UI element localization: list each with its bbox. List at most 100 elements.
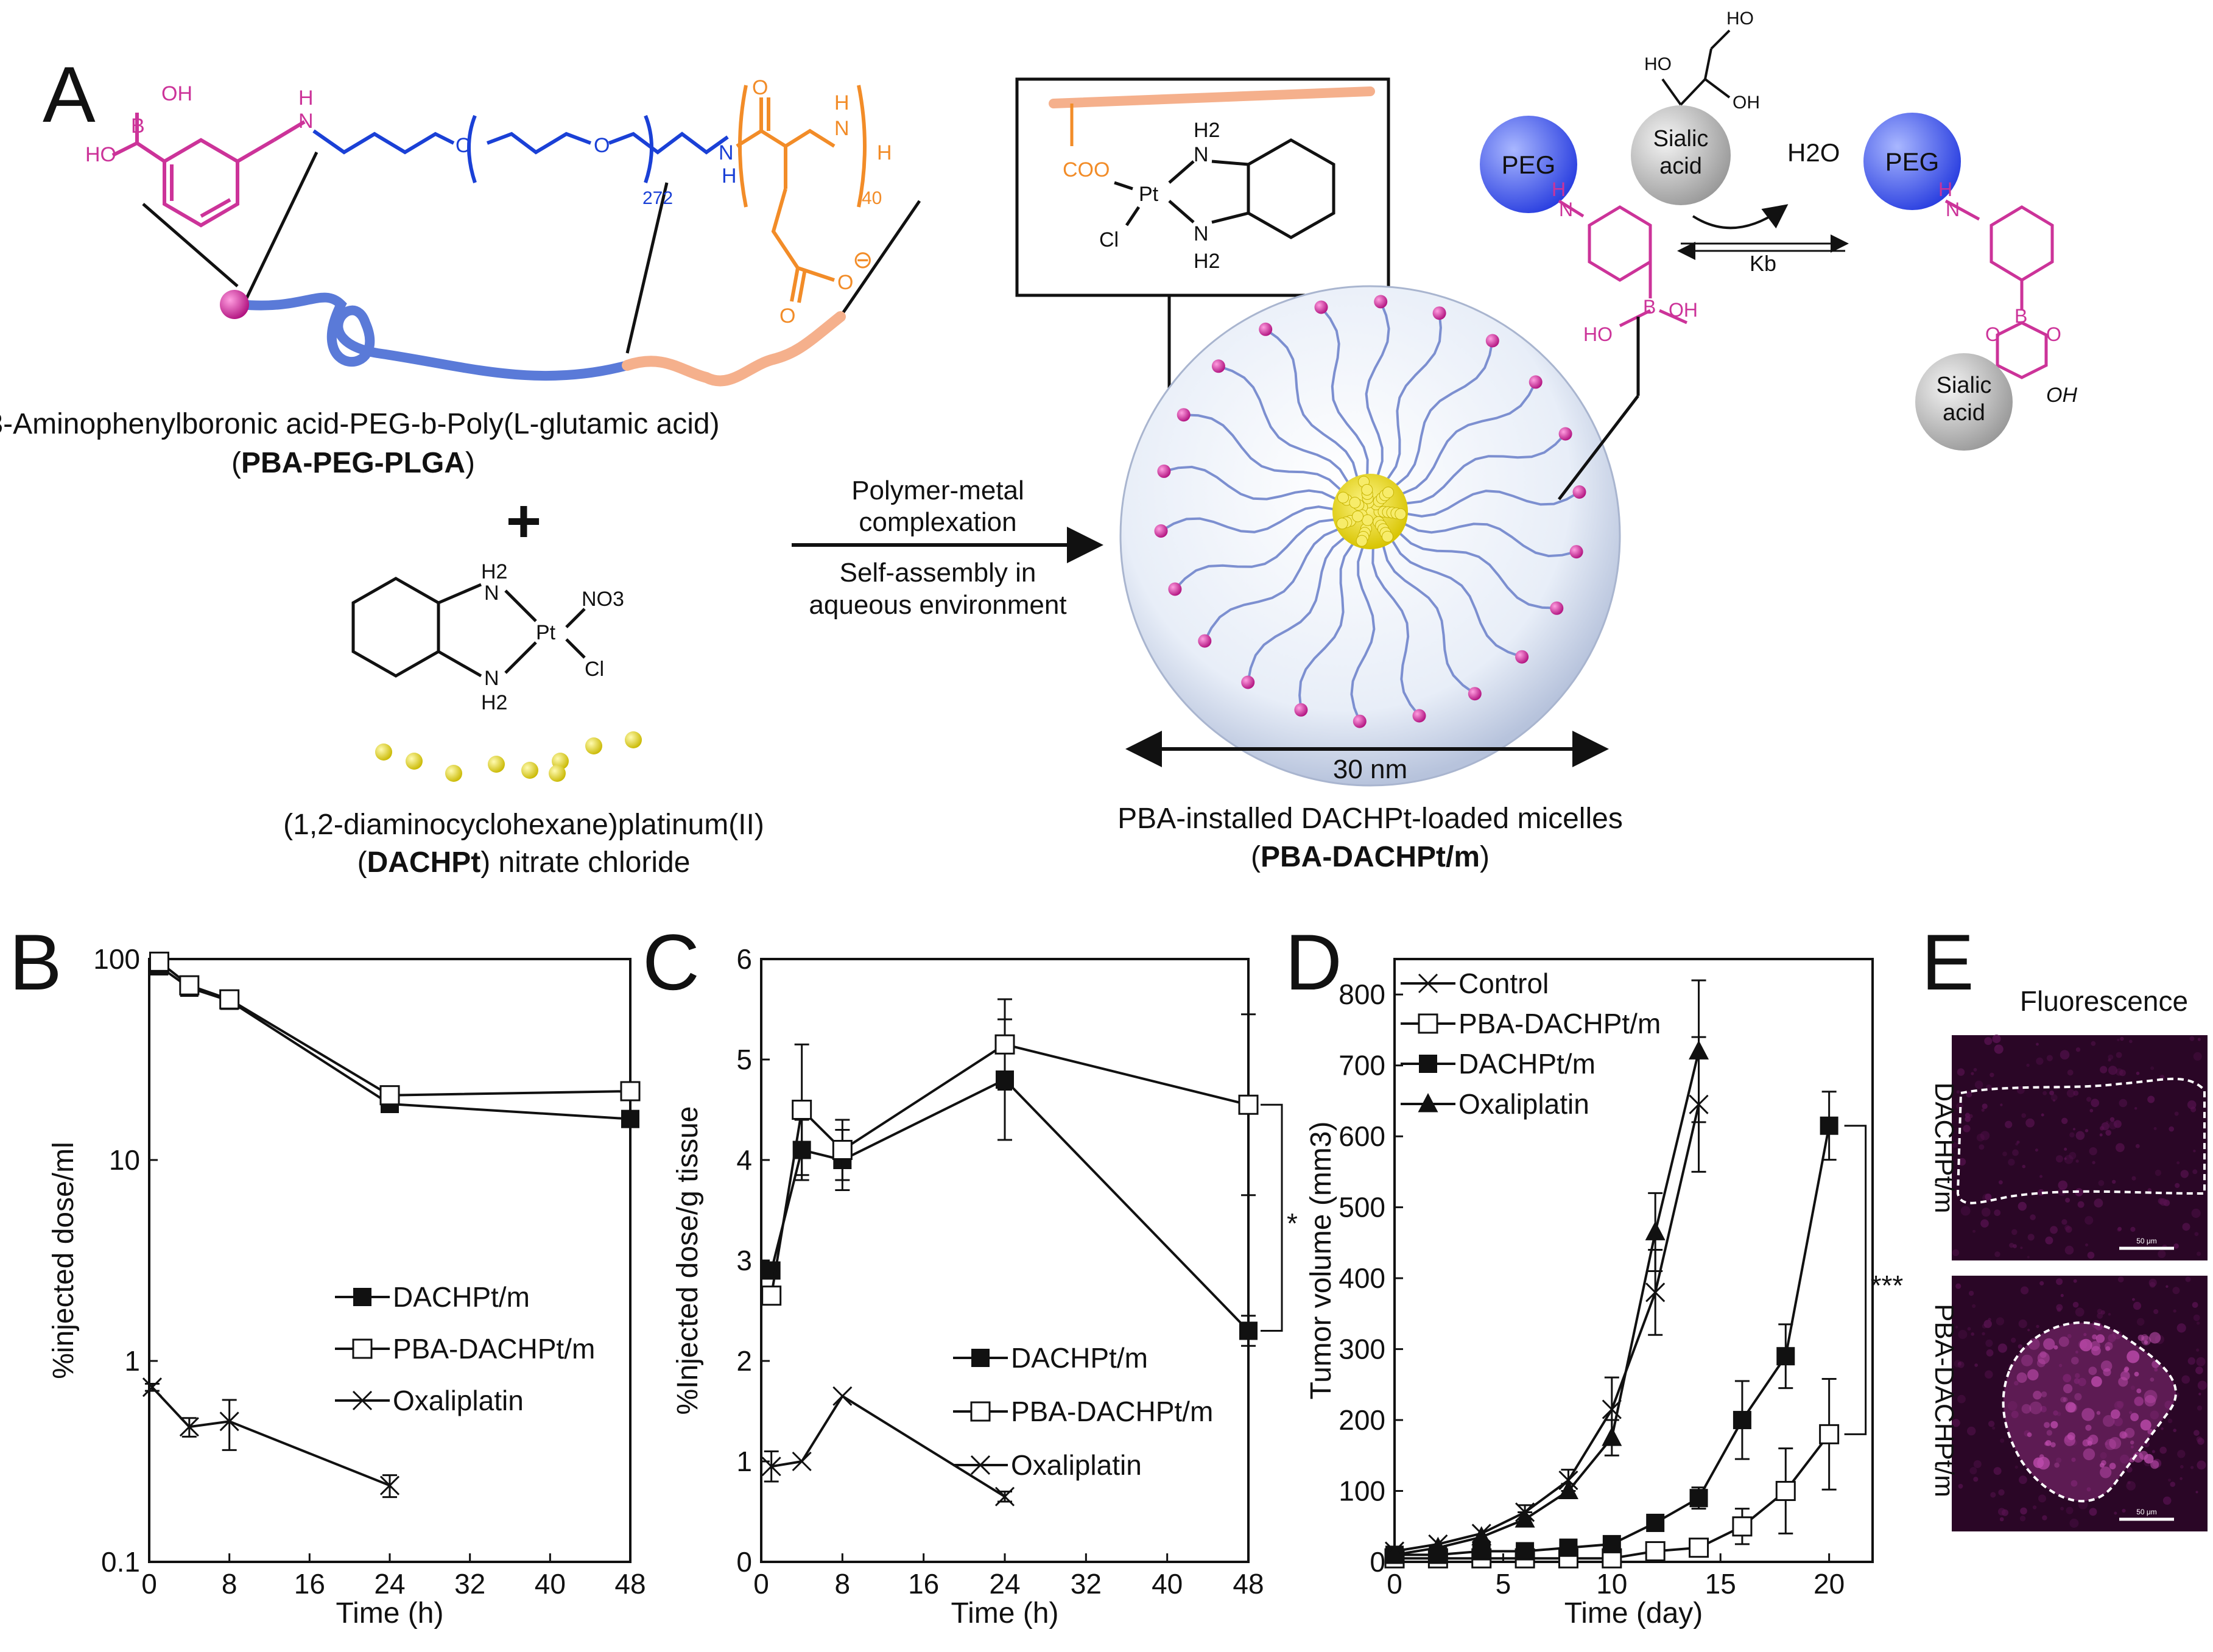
sialic-label-top-1: Sialic: [1653, 126, 1709, 152]
size-label: 30 nm: [1333, 754, 1407, 784]
kb-label: Kb: [1750, 251, 1776, 276]
speckle: [2116, 1143, 2125, 1152]
speckle-bright: [2067, 1432, 2075, 1441]
speckle: [2050, 1094, 2058, 1101]
significance-label: *: [1287, 1207, 1298, 1239]
atom-n-inset-bottom: N: [1194, 222, 1209, 245]
speckle-bright: [2103, 1415, 2115, 1427]
atom-b: B: [131, 114, 145, 138]
atom-no3: NO3: [582, 588, 624, 611]
speckle: [2089, 1109, 2094, 1112]
speckle: [2019, 1475, 2027, 1485]
atom-h2-inset-bottom: H2: [1194, 250, 1220, 273]
speckle-bright: [2037, 1457, 2050, 1470]
speckle: [2108, 1313, 2111, 1316]
sialic-sphere-top: [1631, 105, 1731, 205]
speckle: [2192, 1169, 2198, 1175]
speckle-bright: [2029, 1401, 2042, 1415]
marker-filled-square: [1239, 1321, 1258, 1340]
speckle: [2098, 1180, 2105, 1186]
speckle: [2072, 1301, 2079, 1308]
marker-filled-triangle: [1645, 1221, 1666, 1240]
polymer-cartoon: [220, 290, 846, 387]
speckle: [1952, 1419, 1960, 1427]
x-tick-label: 8: [835, 1568, 851, 1600]
speckle: [2097, 1309, 2103, 1314]
atom-b-right: B: [2014, 305, 2027, 327]
x-tick-label: 40: [1152, 1568, 1183, 1600]
speckle: [2172, 1287, 2180, 1295]
speckle: [2027, 1329, 2030, 1332]
marker-filled-square: [1820, 1116, 1838, 1135]
speckle: [1960, 1206, 1971, 1216]
tumor-outline-pba-dachpt: [2002, 1321, 2177, 1503]
y-tick-label: 300: [1339, 1334, 1385, 1365]
speckle-bright: [2083, 1448, 2095, 1461]
x-tick-label: 24: [989, 1568, 1020, 1600]
speckle: [1983, 1320, 1992, 1328]
speckle: [2135, 1144, 2140, 1148]
speckle: [2015, 1142, 2019, 1146]
speckle: [2105, 1130, 2111, 1136]
speckle: [2136, 1071, 2140, 1075]
atom-n-bottom: N: [484, 667, 499, 690]
micelle-chain: [1350, 535, 1376, 722]
speckle: [1967, 1327, 1971, 1331]
atom-oh-left: OH: [1669, 299, 1698, 321]
speckle: [2065, 1198, 2071, 1203]
dachpt-particle: [549, 765, 566, 782]
speckle: [2075, 1188, 2083, 1197]
speckle: [2168, 1478, 2171, 1482]
speckle-bright: [2105, 1342, 2113, 1351]
speckle-bright: [2105, 1346, 2111, 1351]
speckle: [2174, 1111, 2179, 1116]
series-line: [1394, 1104, 1700, 1553]
micelle-pba-bead: [1515, 650, 1529, 664]
x-tick-label: 0: [1387, 1568, 1402, 1600]
y-tick-label: 200: [1339, 1404, 1385, 1436]
x-axis-label: Time (h): [336, 1597, 444, 1629]
speckle-bright: [2050, 1442, 2056, 1447]
series-oxaliplatin: [142, 1377, 400, 1499]
marker-open-square: [219, 989, 240, 1010]
y-tick-label: 700: [1339, 1050, 1385, 1081]
sialic-label-top-2: acid: [1659, 153, 1702, 179]
core-grain: [1352, 510, 1363, 522]
speckle-bright: [2041, 1391, 2047, 1397]
speckle-bright: [2118, 1377, 2128, 1387]
speckle-bright: [2137, 1334, 2144, 1341]
speckle-bright: [2130, 1440, 2134, 1445]
series-oxaliplatin: [761, 1386, 1015, 1506]
speckle-bright: [2044, 1422, 2050, 1429]
speckle: [2092, 1161, 2095, 1164]
speckle: [1994, 1209, 2001, 1216]
micelle-chains: [1154, 295, 1586, 728]
speckle: [2058, 1187, 2066, 1196]
atom-h-pba-left: H: [1552, 178, 1566, 200]
speckle: [2127, 1466, 2133, 1473]
legend-label: Oxaliplatin: [1458, 1088, 1589, 1120]
speckle: [2159, 1446, 2167, 1454]
scale-bar-label-1: 50 μm: [2136, 1237, 2157, 1245]
speckle: [2134, 1397, 2144, 1407]
speckle: [1965, 1116, 1971, 1122]
benzene-ring-pba: [163, 138, 239, 228]
dachpt-particle: [406, 753, 423, 770]
speckle-bright: [2053, 1345, 2058, 1350]
atom-cl-inset: Cl: [1099, 228, 1119, 251]
polymer-structure: [111, 85, 921, 354]
speckle: [1988, 1318, 1991, 1321]
speckle: [2032, 1505, 2037, 1510]
marker-filled-square: [971, 1349, 990, 1367]
diol-bonds: [1661, 29, 1731, 106]
speckle: [2089, 1508, 2097, 1516]
speckle-bright: [2021, 1354, 2033, 1366]
atom-h: H: [298, 86, 314, 110]
polymer-name: 3-Aminophenylboronic acid-PEG-b-Poly(L-g…: [0, 408, 720, 440]
speckle: [2113, 1417, 2123, 1427]
speckle: [2133, 1301, 2142, 1310]
y-tick-label: 500: [1339, 1192, 1385, 1223]
speckle: [1999, 1517, 2004, 1522]
arrow-label-top-2: complexation: [859, 507, 1016, 537]
